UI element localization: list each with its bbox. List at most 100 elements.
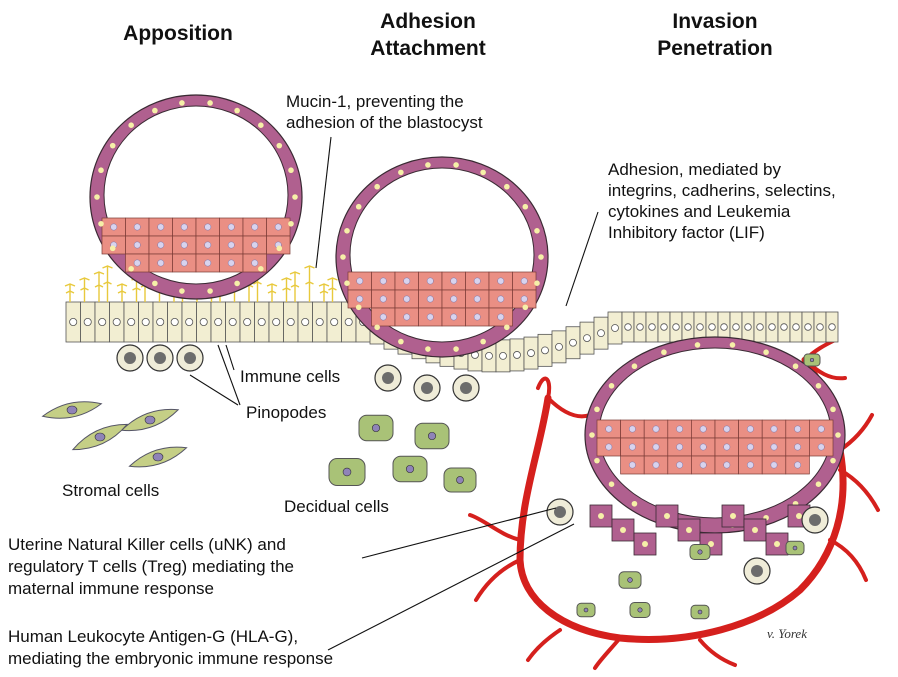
blastocyst2-icm-nucleus xyxy=(357,278,363,284)
immune-cell-core xyxy=(751,565,763,577)
blastocyst2-icm-nucleus xyxy=(451,314,457,320)
epithelial-nucleus xyxy=(486,352,493,359)
blastocyst3-icm-nucleus xyxy=(653,462,659,468)
decidual-nucleus xyxy=(698,550,702,554)
epithelial-nucleus xyxy=(84,318,91,325)
blastocyst3-icm-nucleus xyxy=(700,444,706,450)
blood-vessel-2 xyxy=(548,398,590,416)
blastocyst1-trophoblast-nucleus xyxy=(152,108,158,114)
leader-line xyxy=(328,524,574,650)
blastocyst3-trophoblast-nucleus xyxy=(594,407,600,413)
unk-treg-line1: Uterine Natural Killer cells (uNK) and xyxy=(8,534,294,556)
blastocyst2-icm-nucleus xyxy=(521,278,527,284)
blastocyst2-icm-nucleus xyxy=(380,314,386,320)
blastocyst1-icm-nucleus xyxy=(252,224,258,230)
blastocyst3-trophoblast-nucleus xyxy=(730,342,736,348)
decidual-nucleus xyxy=(406,465,413,472)
blastocyst1-trophoblast-nucleus xyxy=(288,167,294,173)
blastocyst2-icm-nucleus xyxy=(380,278,386,284)
epithelial-nucleus xyxy=(709,324,716,331)
blastocyst3-trophoblast-nucleus xyxy=(661,349,667,355)
decidual-nucleus xyxy=(456,476,463,483)
blastocyst3-icm-nucleus xyxy=(629,444,635,450)
adhesion-factors-line2: integrins, cadherins, selectins, xyxy=(608,180,836,201)
blastocyst2-icm-nucleus xyxy=(474,278,480,284)
epithelial-nucleus xyxy=(70,318,77,325)
blastocyst3-icm-nucleus xyxy=(747,426,753,432)
epithelial-nucleus xyxy=(186,318,193,325)
blastocyst2-icm-nucleus xyxy=(427,296,433,302)
syncytio-nucleus xyxy=(774,541,780,547)
blastocyst2-trophoblast-nucleus xyxy=(480,170,486,176)
blastocyst3-icm-nucleus xyxy=(676,462,682,468)
blastocyst3-trophoblast-nucleus xyxy=(816,383,822,389)
pinopode xyxy=(94,272,104,302)
blastocyst2-trophoblast-nucleus xyxy=(344,228,350,234)
stromal-nucleus xyxy=(95,433,105,441)
immune-cell-core xyxy=(184,352,196,364)
blastocyst3-icm-nucleus xyxy=(629,462,635,468)
epithelial-nucleus xyxy=(584,335,591,342)
blastocyst1-icm-nucleus xyxy=(228,224,234,230)
epithelial-nucleus xyxy=(128,318,135,325)
blastocyst2-icm-nucleus xyxy=(380,296,386,302)
epithelial-nucleus xyxy=(570,339,577,346)
heading-invasion-line2: Penetration xyxy=(630,35,800,62)
blastocyst1-icm-nucleus xyxy=(181,224,187,230)
pinopode xyxy=(65,284,75,302)
epithelial-nucleus xyxy=(514,351,521,358)
epithelial-nucleus xyxy=(757,324,764,331)
artist-signature: v. Yorek xyxy=(767,626,807,642)
epithelial-nucleus xyxy=(229,318,236,325)
blastocyst2-trophoblast-nucleus xyxy=(534,280,540,286)
blastocyst1-trophoblast-nucleus xyxy=(110,143,116,149)
hla-g-line2: mediating the embryonic immune response xyxy=(8,648,333,670)
immune-cell-core xyxy=(154,352,166,364)
blastocyst1-trophoblast-nucleus xyxy=(128,122,134,128)
blastocyst1-icm-nucleus xyxy=(228,242,234,248)
blastocyst3-trophoblast-nucleus xyxy=(763,349,769,355)
heading-adhesion-line2: Attachment xyxy=(348,35,508,62)
stromal-nucleus xyxy=(67,406,77,414)
decidual-cells-label: Decidual cells xyxy=(284,496,389,517)
blastocyst3-icm-nucleus xyxy=(747,444,753,450)
blastocyst1-trophoblast-nucleus xyxy=(179,288,185,294)
leader-line xyxy=(362,508,556,558)
blastocyst2-icm-nucleus xyxy=(451,278,457,284)
blastocyst-apposition xyxy=(90,95,302,299)
unk-treg-line2: regulatory T cells (Treg) mediating the xyxy=(8,556,294,578)
blastocyst1-trophoblast-nucleus xyxy=(94,194,100,200)
epithelial-nucleus xyxy=(673,324,680,331)
blood-vessel-9 xyxy=(830,540,866,580)
blastocyst2-trophoblast-nucleus xyxy=(453,162,459,168)
blastocyst3-trophoblast-nucleus xyxy=(632,363,638,369)
pinopodes-label: Pinopodes xyxy=(246,402,326,423)
blastocyst3-trophoblast-nucleus xyxy=(589,432,595,438)
blastocyst1-icm-nucleus xyxy=(252,260,258,266)
epithelial-nucleus xyxy=(200,318,207,325)
blastocyst2-icm-nucleus xyxy=(404,278,410,284)
blastocyst3-icm-nucleus xyxy=(724,444,730,450)
blastocyst2-icm-nucleus xyxy=(474,296,480,302)
heading-invasion: Invasion Penetration xyxy=(630,8,800,62)
blastocyst2-trophoblast-nucleus xyxy=(453,346,459,352)
immune-cells-label: Immune cells xyxy=(240,366,340,387)
blastocyst3-trophoblast-nucleus xyxy=(594,458,600,464)
stromal-nucleus xyxy=(153,453,163,461)
syncytio-nucleus xyxy=(642,541,648,547)
blastocyst1-icm-nucleus xyxy=(228,260,234,266)
blastocyst1-trophoblast-nucleus xyxy=(98,167,104,173)
decidual-nucleus xyxy=(793,546,797,550)
epithelial-nucleus xyxy=(625,324,632,331)
syncytio-nucleus xyxy=(664,513,670,519)
unk-treg-label: Uterine Natural Killer cells (uNK) and r… xyxy=(8,534,294,600)
decidual-nucleus xyxy=(343,468,351,476)
blastocyst2-trophoblast-nucleus xyxy=(356,204,362,210)
decidual-nucleus xyxy=(810,358,814,362)
blastocyst2-icm-nucleus xyxy=(498,296,504,302)
blastocyst1-icm-nucleus xyxy=(181,260,187,266)
blastocyst3-icm-nucleus xyxy=(794,444,800,450)
blastocyst1-trophoblast-nucleus xyxy=(128,266,134,272)
blastocyst3-icm-nucleus xyxy=(794,462,800,468)
blastocyst3-icm-nucleus xyxy=(794,426,800,432)
